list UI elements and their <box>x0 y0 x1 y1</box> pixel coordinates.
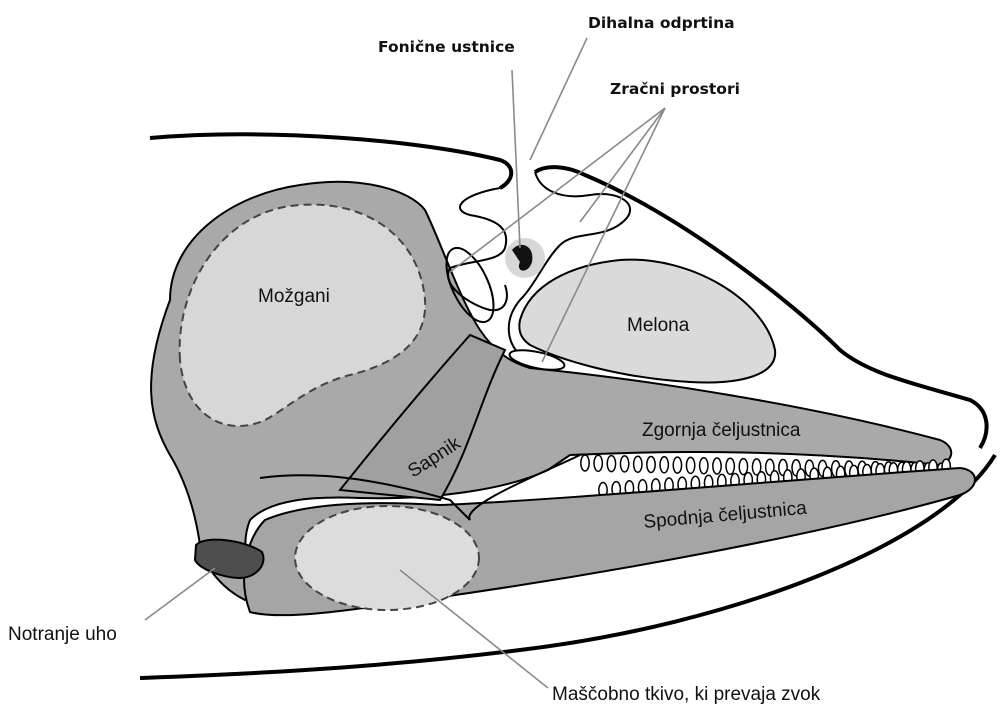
upper-tooth <box>739 459 747 475</box>
label-upper-jaw: Zgornja čeljustnica <box>642 420 801 441</box>
upper-tooth <box>647 457 655 473</box>
upper-tooth <box>594 455 602 471</box>
acoustic-fat <box>295 506 479 610</box>
label-phonic-lips: Fonične ustnice <box>378 38 515 56</box>
label-melon: Melona <box>627 315 690 336</box>
leader-inner-ear <box>145 568 215 620</box>
air-spaces <box>448 188 507 310</box>
label-inner-ear: Notranje uho <box>8 624 117 645</box>
upper-tooth <box>673 457 681 473</box>
upper-tooth <box>634 456 642 472</box>
upper-tooth <box>620 456 628 472</box>
upper-tooth <box>581 455 589 471</box>
upper-tooth <box>726 458 734 474</box>
leader-air-2 <box>580 108 665 222</box>
upper-tooth <box>686 457 694 473</box>
upper-tooth <box>713 458 721 474</box>
label-blowhole: Dihalna odprtina <box>588 14 735 32</box>
label-air-spaces: Zračni prostori <box>610 80 740 98</box>
label-brain: Možgani <box>258 286 330 307</box>
label-fatty-tissue: Maščobno tkivo, ki prevaja zvok <box>552 684 821 705</box>
upper-tooth <box>660 457 668 473</box>
upper-tooth <box>700 458 708 474</box>
head-outline-upper <box>150 134 511 188</box>
upper-tooth <box>607 456 615 472</box>
leader-blowhole <box>530 38 587 160</box>
